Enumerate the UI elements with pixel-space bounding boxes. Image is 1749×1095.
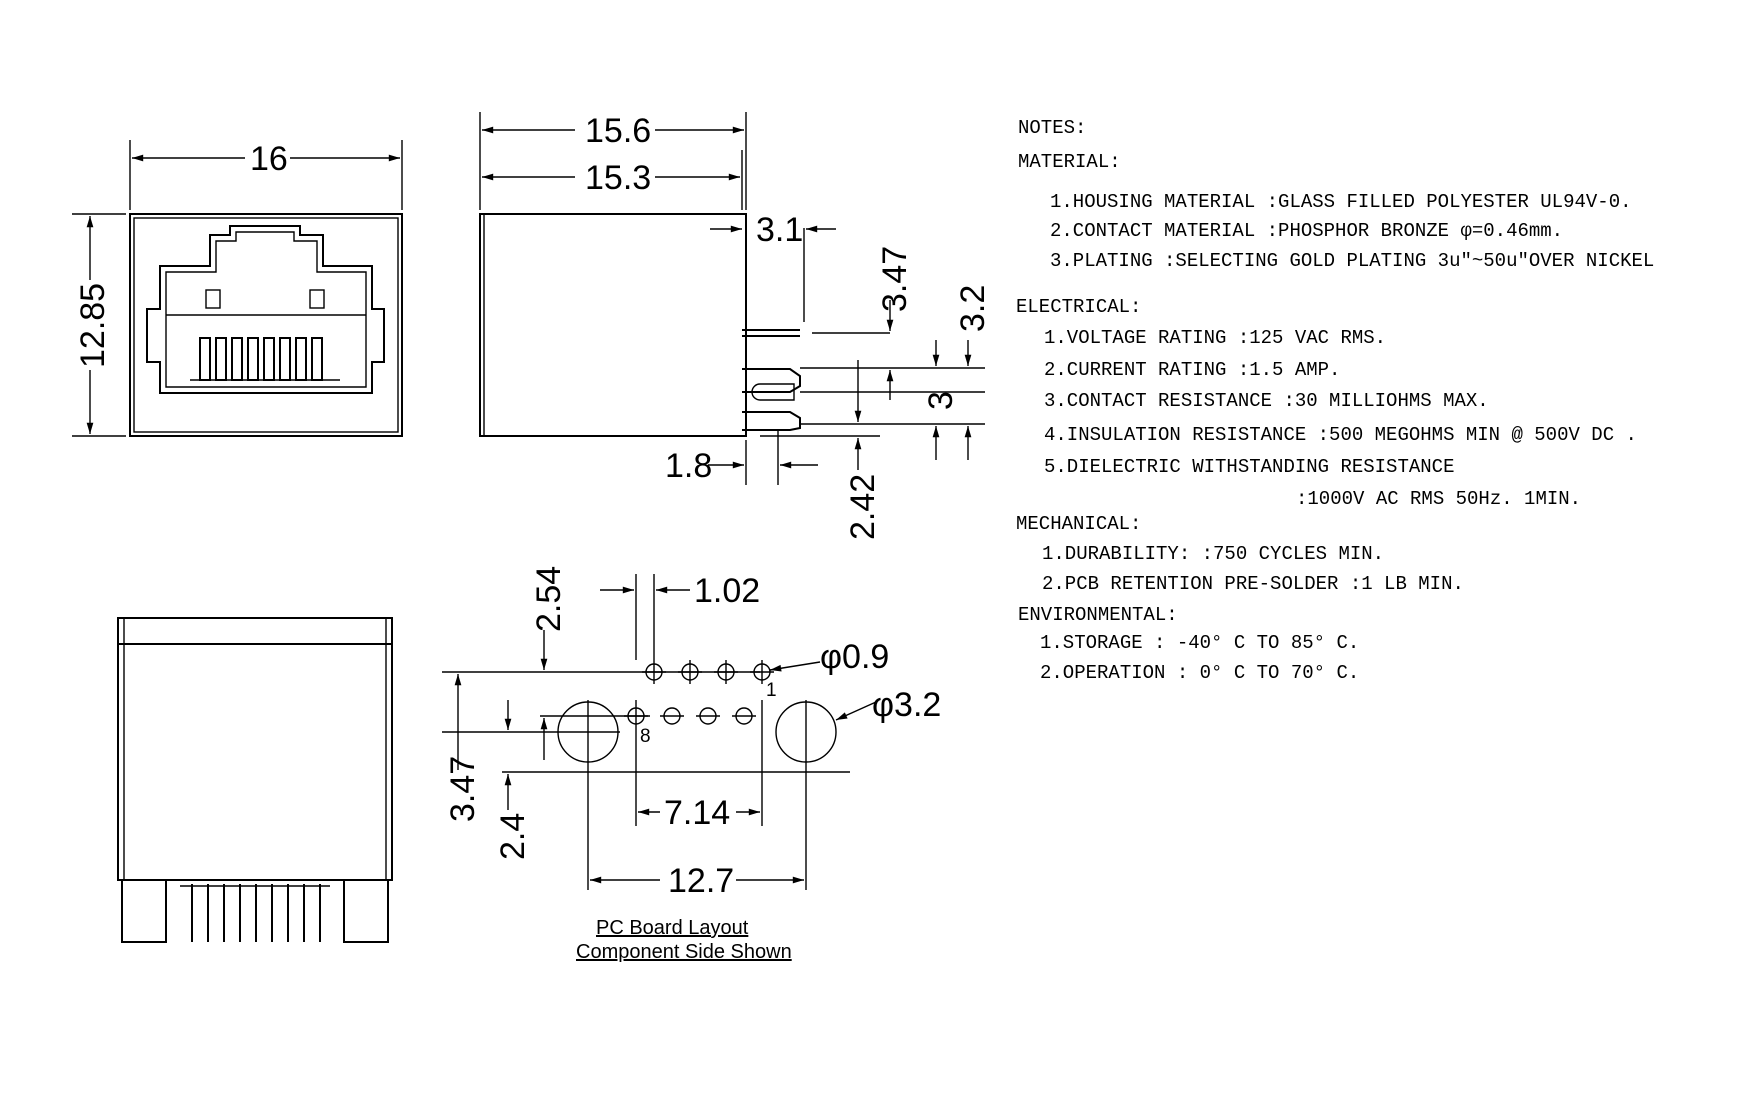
caption-line-1: PC Board Layout [596,917,749,939]
dim-pcb-102: 1.02 [694,572,760,610]
mechanical-item: 1.DURABILITY: :750 CYCLES MIN. [1042,543,1384,565]
dim-front-height: 12.85 [74,283,112,368]
notes-block: NOTES: MATERIAL: 1.HOUSING MATERIAL :GLA… [1016,117,1654,684]
electrical-item: 3.CONTACT RESISTANCE :30 MILLIOHMS MAX. [1044,390,1489,412]
mechanical-item: 2.PCB RETENTION PRE-SOLDER :1 LB MIN. [1042,573,1464,595]
environmental-item: 2.OPERATION : 0° C TO 70° C. [1040,662,1359,684]
dim-side-18: 1.8 [665,447,712,485]
material-item: 2.CONTACT MATERIAL :PHOSPHOR BRONZE φ=0.… [1050,220,1563,242]
pcb-layout: 1 8 1.02 2.54 3.47 2.4 7.14 [442,566,941,963]
dim-pcb-714: 7.14 [664,794,730,832]
electrical-item: 4.INSULATION RESISTANCE :500 MEGOHMS MIN… [1044,424,1637,446]
environmental-header: ENVIRONMENTAL: [1018,604,1178,626]
electrical-item: 2.CURRENT RATING :1.5 AMP. [1044,359,1340,381]
material-header: MATERIAL: [1018,151,1121,173]
dim-pcb-24: 2.4 [494,813,532,860]
dim-pcb-254: 2.54 [530,566,568,632]
front-view: 16 12.85 [72,140,403,437]
material-item: 1.HOUSING MATERIAL :GLASS FILLED POLYEST… [1050,191,1632,213]
dim-side-32: 3.2 [954,285,992,332]
dim-front-width: 16 [250,140,288,178]
environmental-item: 1.STORAGE : -40° C TO 85° C. [1040,632,1359,654]
dim-pcb-347: 3.47 [444,756,482,822]
pin-1-label: 1 [766,680,777,701]
rear-view [117,617,393,943]
side-view: 15.6 15.3 3.1 3.47 3.2 3 1.8 2.42 [479,112,992,540]
notes-title: NOTES: [1018,117,1086,139]
dim-side-length-inner: 15.3 [585,159,651,197]
material-item: 3.PLATING :SELECTING GOLD PLATING 3u"~50… [1050,250,1654,272]
contact-fingers [190,337,340,381]
dim-side-top-gap: 3.1 [756,211,803,249]
dim-side-length-outer: 15.6 [585,112,651,150]
electrical-item: :1000V AC RMS 50Hz. 1MIN. [1296,488,1581,510]
dim-pcb-hole-large: φ3.2 [872,686,941,724]
caption-line-2: Component Side Shown [576,941,792,963]
dim-pcb-127: 12.7 [668,862,734,900]
dim-side-347: 3.47 [876,246,914,312]
dim-pcb-hole-small: φ0.9 [820,638,889,676]
dim-side-3: 3 [922,391,960,410]
electrical-item: 5.DIELECTRIC WITHSTANDING RESISTANCE [1044,456,1454,478]
electrical-item: 1.VOLTAGE RATING :125 VAC RMS. [1044,327,1386,349]
electrical-header: ELECTRICAL: [1016,296,1141,318]
dim-side-242: 2.42 [844,474,882,540]
mechanical-header: MECHANICAL: [1016,513,1141,535]
pin-8-label: 8 [640,726,651,747]
